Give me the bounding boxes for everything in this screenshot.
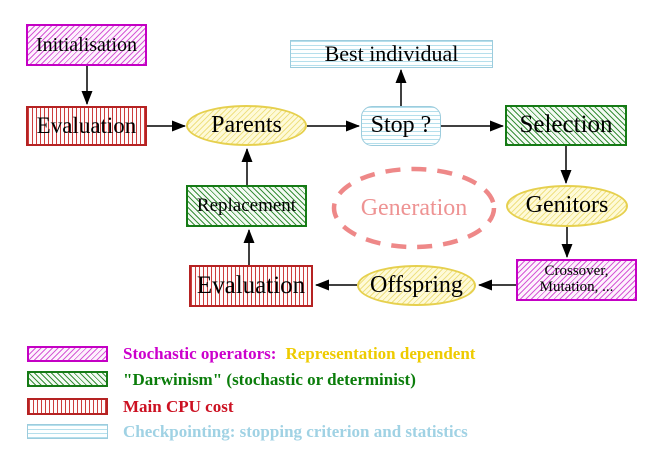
node-stop: Stop ? xyxy=(361,106,441,146)
node-replacement: Replacement xyxy=(186,185,307,227)
legend-swatch-main-cpu-cost xyxy=(27,398,108,415)
node-parents: Parents xyxy=(186,105,307,146)
legend-label-checkpointing: Checkpointing: stopping criterion and st… xyxy=(123,422,468,441)
legend-label-stochastic-operators: Stochastic operators: Representation depe… xyxy=(123,344,475,364)
legend-swatch-darwinism xyxy=(27,371,108,387)
legend-text-stochastic: Stochastic operators: xyxy=(123,344,277,363)
node-offspring: Offspring xyxy=(357,265,476,306)
node-best-individual: Best individual xyxy=(290,40,493,68)
node-selection: Selection xyxy=(505,105,627,146)
node-evaluation-top: Evaluation xyxy=(26,106,147,146)
node-crossover-mutation: Crossover, Mutation, ... xyxy=(516,259,637,301)
node-evaluation-bottom: Evaluation xyxy=(189,265,313,307)
legend-text-representation-dependent: Representation dependent xyxy=(285,344,476,363)
legend-label-main-cpu-cost: Main CPU cost xyxy=(123,397,234,416)
crossover-line1: Crossover, xyxy=(544,263,609,280)
node-initialisation: Initialisation xyxy=(26,24,147,66)
legend-swatch-checkpointing xyxy=(27,424,108,439)
legend-swatch-stochastic-operators xyxy=(27,346,108,362)
crossover-line2: Mutation, ... xyxy=(539,279,614,295)
node-genitors: Genitors xyxy=(506,185,628,227)
legend-label-darwinism: "Darwinism" (stochastic or determinist) xyxy=(123,370,416,389)
generation-label: Generation xyxy=(360,195,468,221)
